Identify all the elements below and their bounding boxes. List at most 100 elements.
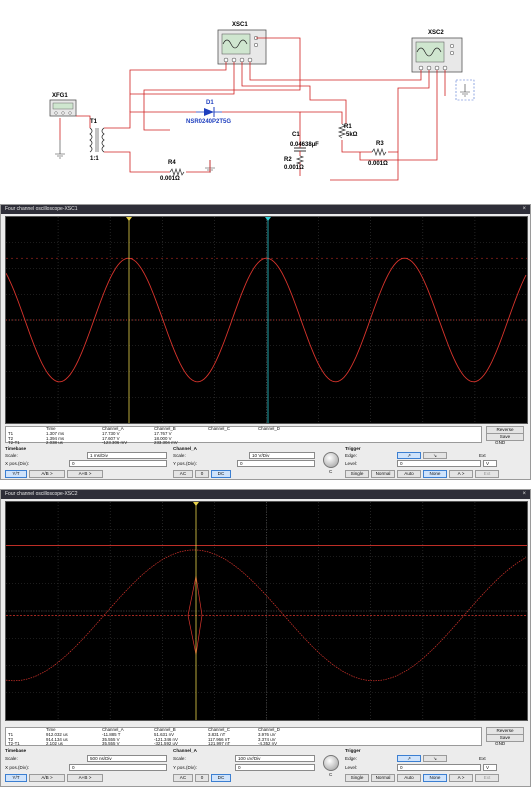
readout-cell: 233.304 mV <box>154 440 178 446</box>
t1-label: T1 <box>90 119 98 125</box>
readout-cell: -11.885 T <box>102 731 121 737</box>
rising-edge-button[interactable]: ↗ <box>397 755 421 762</box>
resistor-r4-symbol[interactable] <box>169 167 185 177</box>
channel-scale-field[interactable]: 100 uV/Div <box>235 755 315 762</box>
timebase-scale-field[interactable]: 1 ms/Div <box>87 452 167 459</box>
save-button[interactable]: Save <box>486 433 524 441</box>
scope-display <box>6 502 527 720</box>
r3-label: R3 <box>376 141 384 147</box>
level-label: Level: <box>345 765 358 770</box>
channel-label: Channel_A <box>173 748 197 753</box>
scope-screen[interactable] <box>5 501 528 721</box>
normal-trigger-button[interactable]: Normal <box>371 774 395 782</box>
ab-button[interactable]: A/B > <box>29 774 65 782</box>
ab-button[interactable]: A/B > <box>29 470 65 478</box>
ypos-field[interactable]: 0 <box>237 460 315 467</box>
a-trigger-button[interactable]: A > <box>449 470 473 478</box>
falling-edge-button[interactable]: ↘ <box>423 452 447 459</box>
readout-cell: 1.394 ms <box>46 435 65 441</box>
capacitor-c1-symbol[interactable] <box>294 147 306 156</box>
timebase-label: Timebase <box>5 446 27 451</box>
xpos-label: X pos.(Div): <box>5 765 29 770</box>
channel-label: Channel_A <box>173 446 197 451</box>
readout-cell: 35.555 V <box>102 741 120 747</box>
ac-coupling-button[interactable]: AC <box>173 470 193 478</box>
ext-trigger-button[interactable]: Ext <box>475 470 499 478</box>
auto-trigger-button[interactable]: Auto <box>397 470 421 478</box>
level-unit-field[interactable]: V <box>483 460 497 467</box>
oscilloscope-xsc2-symbol[interactable] <box>411 37 463 73</box>
single-trigger-button[interactable]: Single <box>345 470 369 478</box>
ypos-label: Y pos.(Div): <box>173 461 197 466</box>
readout-row-label: T2-T1 <box>8 440 20 446</box>
r4-value-label: 0.001Ω <box>160 176 180 182</box>
window-titlebar[interactable]: Four channel oscilloscope-XSC1 × <box>1 205 530 214</box>
close-icon[interactable]: × <box>522 491 526 497</box>
function-generator-xfg1-symbol[interactable] <box>49 99 77 117</box>
scope-screen[interactable] <box>5 216 528 424</box>
channel-scale-field[interactable]: 10 V/Div <box>249 452 315 459</box>
ac-coupling-button[interactable]: AC <box>173 774 193 782</box>
level-field[interactable]: 0 <box>397 764 481 771</box>
readout-cell: 17.767 V <box>154 430 172 436</box>
yt-button[interactable]: Y/T <box>5 470 27 478</box>
a-plus-b-button[interactable]: A+B > <box>67 470 103 478</box>
yt-button[interactable]: Y/T <box>5 774 27 782</box>
dc-coupling-button[interactable]: DC <box>211 470 231 478</box>
knob-label: C <box>329 469 333 474</box>
timebase-scale-label: Scale: <box>5 453 18 458</box>
auto-trigger-button[interactable]: Auto <box>397 774 421 782</box>
oscilloscope-xsc1-symbol[interactable] <box>217 29 267 65</box>
dc-coupling-button[interactable]: DC <box>211 774 231 782</box>
zero-coupling-button[interactable]: 0 <box>195 774 209 782</box>
resistor-r2-symbol[interactable] <box>295 155 305 165</box>
close-icon[interactable]: × <box>522 206 526 212</box>
readout-cell: 35.555 V <box>102 736 120 742</box>
ypos-field[interactable]: 0 <box>235 764 315 771</box>
save-button[interactable]: Save <box>486 734 524 742</box>
ext-trigger-button[interactable]: Ext <box>475 774 499 782</box>
level-field[interactable]: 0 <box>397 460 481 467</box>
rising-edge-button[interactable]: ↗ <box>397 452 421 459</box>
readout-row-label: T1 <box>8 430 14 436</box>
scope-display <box>6 217 527 423</box>
edge-label: Edge: <box>345 453 358 458</box>
readout-header: Channel_C <box>208 727 230 732</box>
readout-row-label: T2 <box>8 736 14 742</box>
xpos-field[interactable]: 0 <box>69 460 167 467</box>
resistor-r1-symbol[interactable] <box>337 123 347 139</box>
r1-label: R1 <box>344 124 352 130</box>
xpos-field[interactable]: 0 <box>69 764 167 771</box>
a-trigger-button[interactable]: A > <box>449 774 473 782</box>
channel-b-trace <box>6 549 527 682</box>
resistor-r3-symbol[interactable] <box>371 147 387 157</box>
single-trigger-button[interactable]: Single <box>345 774 369 782</box>
transformer-t1-symbol[interactable] <box>89 127 105 153</box>
readout-cell: -123.306 mV <box>102 440 128 446</box>
falling-edge-button[interactable]: ↘ <box>423 755 447 762</box>
diode-d1-symbol[interactable] <box>196 107 222 117</box>
channel-scale-label: Scale: <box>173 453 186 458</box>
zero-coupling-button[interactable]: 0 <box>195 470 209 478</box>
window-titlebar[interactable]: Four channel oscilloscope-XSC2 × <box>1 490 530 499</box>
channel-select-knob[interactable] <box>323 452 339 468</box>
none-trigger-button[interactable]: None <box>423 470 447 478</box>
timebase-scale-field[interactable]: 500 ns/Div <box>87 755 167 762</box>
a-plus-b-button[interactable]: A+B > <box>67 774 103 782</box>
gnd-label: GND <box>495 741 506 746</box>
level-unit-field[interactable]: V <box>483 764 497 771</box>
xfg1-label: XFG1 <box>52 93 68 99</box>
trigger-label: Trigger <box>345 748 361 753</box>
timebase-label: Timebase <box>5 748 27 753</box>
readout-header: Channel_D <box>258 426 280 431</box>
normal-trigger-button[interactable]: Normal <box>371 470 395 478</box>
t1-ratio-label: 1:1 <box>90 156 99 162</box>
channel-select-knob[interactable] <box>323 755 339 771</box>
xsc1-label: XSC1 <box>232 22 248 28</box>
trigger-label: Trigger <box>345 446 361 451</box>
none-trigger-button[interactable]: None <box>423 774 447 782</box>
